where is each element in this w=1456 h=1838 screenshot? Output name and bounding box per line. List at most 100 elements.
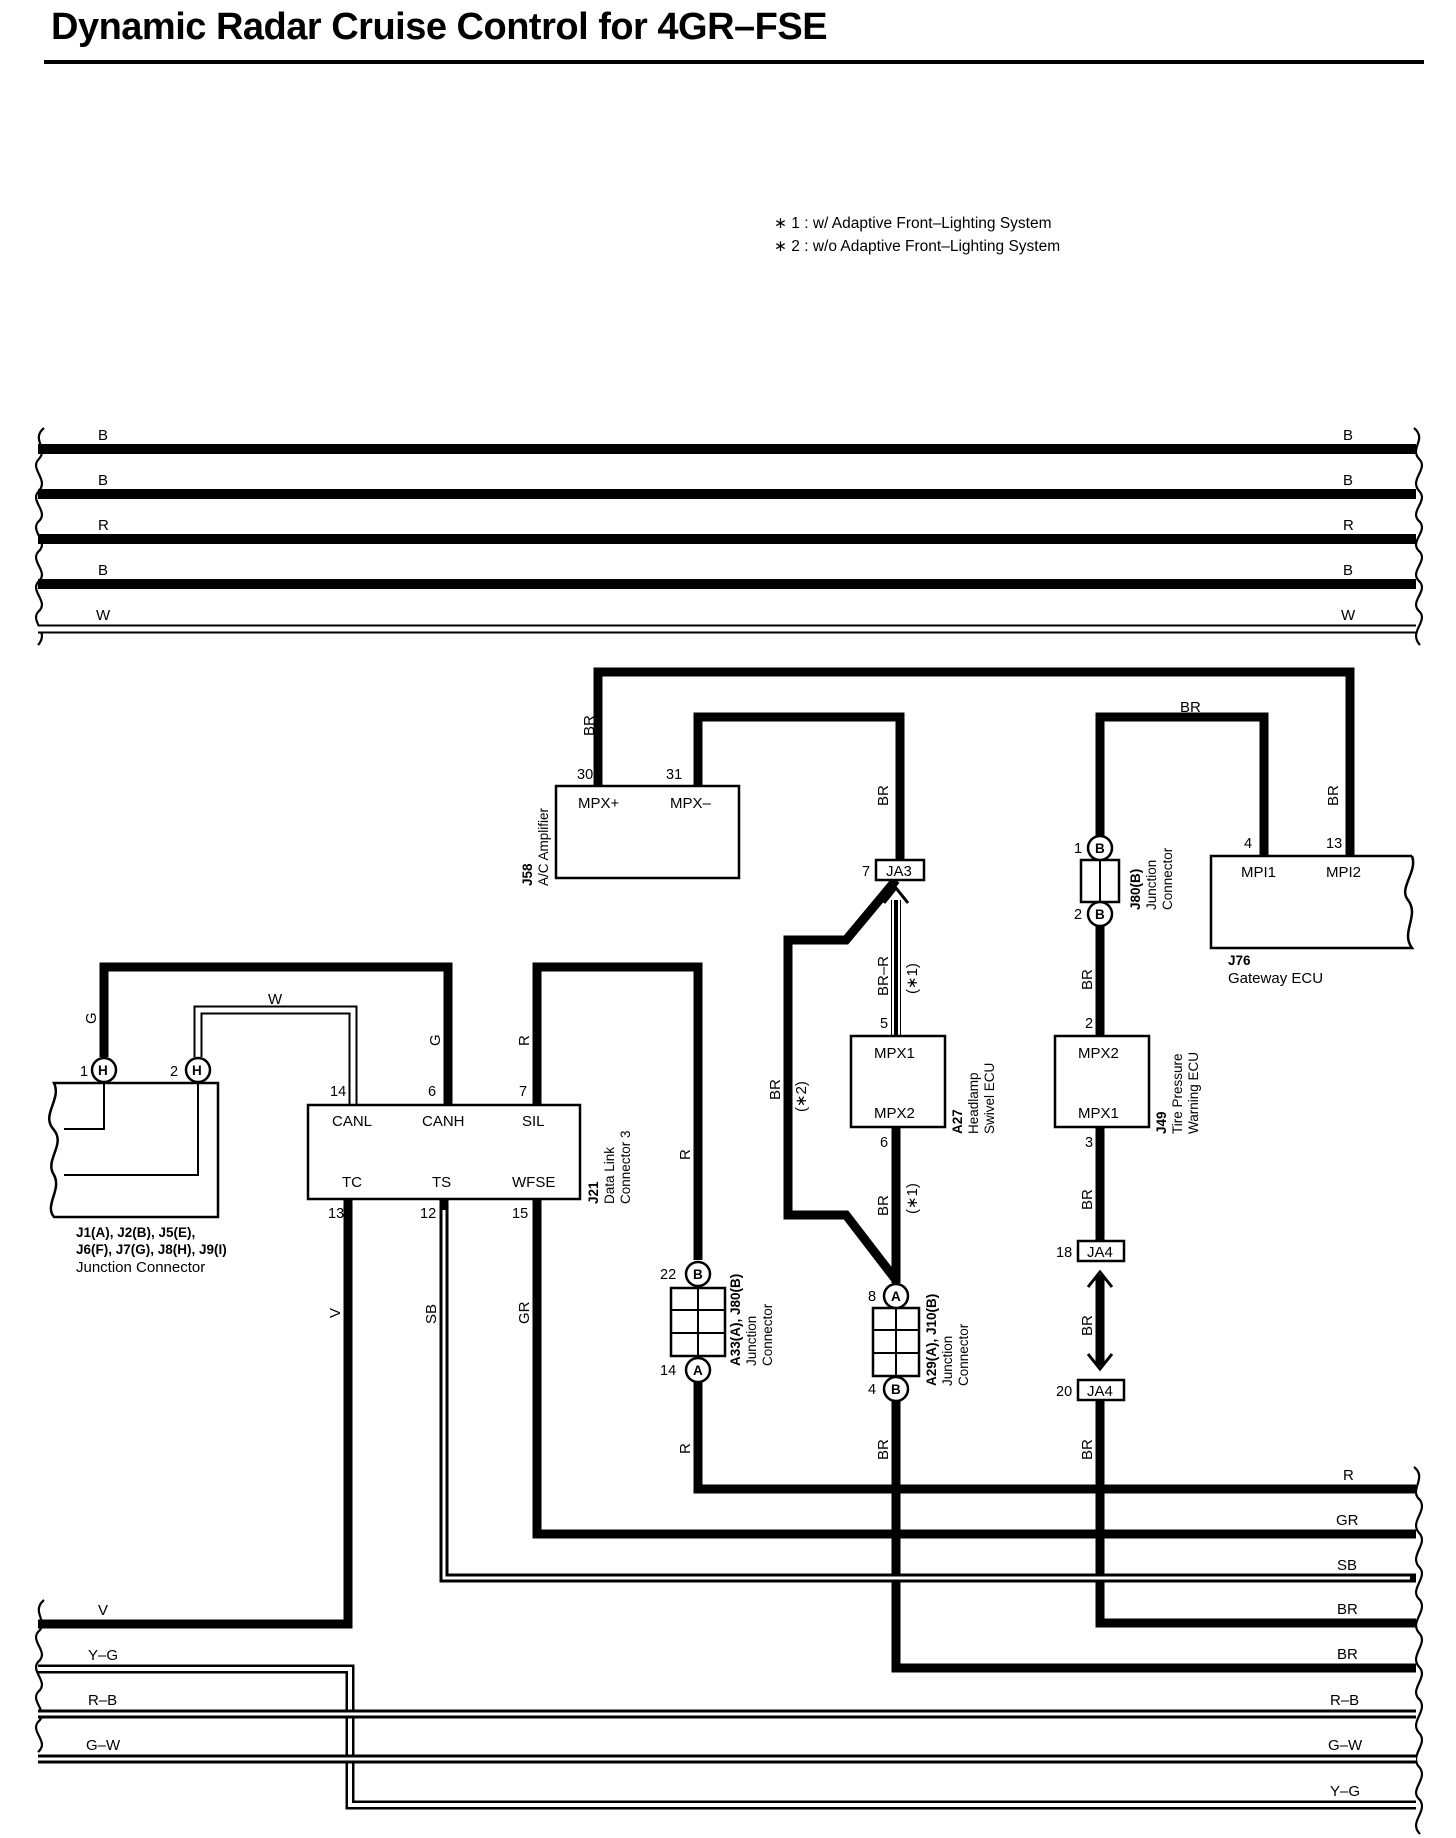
top-bus-right-break: [1413, 427, 1423, 646]
notes-legend: ∗ 1 : w/ Adaptive Front–Lighting System …: [774, 212, 1060, 258]
label-note1-bottom: (∗1): [904, 1183, 921, 1214]
label-br-j80-j49: BR: [1079, 969, 1096, 990]
ja4-bottom-code: JA4: [1087, 1383, 1113, 1400]
junction-left-pin-1-letter: H: [98, 1063, 108, 1078]
j21-pin-sil: SIL: [522, 1113, 545, 1130]
bus-right-label-g-w: G–W: [1328, 1737, 1363, 1754]
wire-br-j58-j76: [593, 667, 1355, 855]
a33-pin-22-circle: [684, 1260, 712, 1288]
j76-box: [1209, 854, 1415, 950]
j80b-name-1: Junction: [1144, 860, 1159, 910]
component-j80b: B B 1 2 J80(B) Junction Connector: [1074, 834, 1175, 928]
wire-v-tc-bus: [38, 1199, 353, 1629]
wire-gr-wfse-bus: [532, 1199, 1416, 1539]
bus-left-label-r-b: R–B: [88, 1692, 117, 1709]
j21-pin-canh: CANH: [422, 1113, 465, 1130]
a27-name-2: Swivel ECU: [982, 1063, 997, 1134]
component-a27: MPX1 MPX2 5 6 A27 Headlamp Swivel ECU: [849, 1016, 997, 1151]
a33-name-1: Junction: [744, 1316, 759, 1366]
wire-r-sil-a33: [532, 962, 703, 1260]
label-br-j58: BR: [581, 715, 598, 736]
note-1-text: : w/ Adaptive Front–Lighting System: [799, 215, 1052, 232]
bus-left-label-v: V: [98, 1602, 108, 1619]
component-j58: MPX+ MPX– 30 31 J58 A/C Amplifier: [520, 767, 741, 886]
label-v: V: [327, 1308, 344, 1318]
component-a33: B A 22 14 A33(A), J80(B) Junction Connec…: [660, 1260, 775, 1384]
bottom-bus: [35, 1466, 1423, 1835]
junction-left-inner-1: [64, 1081, 105, 1130]
top-wire-label-right-1: B: [1343, 427, 1353, 444]
label-note2: (∗2): [793, 1081, 810, 1112]
label-r-sil: R: [516, 1035, 533, 1046]
j80b-code: J80(B): [1128, 869, 1143, 910]
bottom-bus-left-break: [35, 1599, 45, 1753]
junction-left-codes-2: J6(F), J7(G), J8(H), J9(I): [76, 1242, 227, 1257]
bus-right-label-gr: GR: [1336, 1512, 1359, 1529]
page-title: Dynamic Radar Cruise Control for 4GR–FSE: [51, 6, 828, 48]
a29-code: A29(A), J10(B): [924, 1294, 939, 1386]
a27-pin-mpx1: MPX1: [874, 1045, 915, 1062]
top-wire-label-left-3: R: [98, 517, 109, 534]
a33-pin-14-circle: [684, 1356, 712, 1384]
j49-name-2: Warning ECU: [1186, 1052, 1201, 1134]
wire-br-bypass: [783, 877, 900, 1283]
junction-left-body: [48, 1081, 220, 1219]
arrowheads: [882, 885, 1114, 1372]
label-sb: SB: [423, 1304, 440, 1324]
j58-pin-31: 31: [666, 767, 682, 783]
component-ja3: JA3 7: [862, 858, 926, 882]
j21-box: [306, 1103, 582, 1201]
a27-box: [849, 1034, 947, 1129]
j80b-pin-2-circle: [1086, 900, 1114, 928]
j76-pin-label-mpi1: MPI1: [1241, 864, 1276, 881]
ja4-bottom-box: [1076, 1378, 1126, 1402]
j76-pin-13: 13: [1326, 836, 1342, 852]
wire-br-r: [891, 900, 901, 1036]
j58-pin-30: 30: [577, 767, 593, 783]
junction-left-pin-2-num: 2: [170, 1064, 178, 1080]
junction-left-name: Junction Connector: [76, 1259, 205, 1276]
a29-pin-4-letter: B: [891, 1382, 901, 1397]
label-br-j76: BR: [1325, 785, 1342, 806]
j21-pin-num-6: 6: [428, 1084, 436, 1100]
j21-pin-num-14: 14: [330, 1084, 346, 1100]
label-br-j49: BR: [1079, 1189, 1096, 1210]
junction-left-pin-2-circle: [184, 1056, 212, 1084]
ja4-top-code: JA4: [1087, 1244, 1113, 1261]
ja4-top-box: [1076, 1239, 1126, 1263]
top-wire-label-right-2: B: [1343, 472, 1353, 489]
top-bus: [35, 427, 1423, 646]
ja3-code: JA3: [886, 863, 912, 880]
component-a29: A B 8 4 A29(A), J10(B) Junction Connecto…: [868, 1282, 971, 1403]
j76-code: J76: [1228, 953, 1251, 968]
a27-pin-num-5: 5: [880, 1016, 888, 1032]
label-br-ja4-bus: BR: [1079, 1439, 1096, 1460]
label-br-bypass: BR: [767, 1079, 784, 1100]
bus-right-label-sb: SB: [1337, 1557, 1357, 1574]
note-2: ∗ 2 : w/o Adaptive Front–Lighting System: [774, 235, 1060, 258]
a33-pin-14-letter: A: [693, 1363, 703, 1378]
junction-left-pin-2-letter: H: [192, 1063, 202, 1078]
label-g-left: G: [83, 1012, 100, 1024]
label-g-canh: G: [427, 1034, 444, 1046]
label-r-a33-bus: R: [677, 1443, 694, 1454]
bus-right-label-br-2: BR: [1337, 1646, 1358, 1663]
bus-left-label-g-w: G–W: [86, 1737, 121, 1754]
top-wire-label-left-2: B: [98, 472, 108, 489]
wire-y-g: [38, 1664, 1416, 1810]
label-br-top-right: BR: [1180, 699, 1201, 716]
j49-pin-mpx2: MPX2: [1078, 1045, 1119, 1062]
a29-pin-8-letter: A: [891, 1289, 901, 1304]
j21-pin-num-13: 13: [328, 1206, 344, 1222]
wire-g-canh: [99, 962, 453, 1105]
wire-r-a33-bus: [693, 1372, 1416, 1494]
j76-pin-4: 4: [1244, 836, 1252, 852]
a27-code: A27: [950, 1109, 965, 1134]
j21-pin-num-12: 12: [420, 1206, 436, 1222]
j21-pin-ts: TS: [432, 1174, 451, 1191]
j80b-name-2: Connector: [1160, 847, 1175, 910]
junction-left-codes-1: J1(A), J2(B), J5(E),: [76, 1225, 195, 1240]
label-br-r: BR–R: [875, 956, 892, 996]
j80b-pin-2-num: 2: [1074, 907, 1082, 923]
label-r-a33: R: [677, 1149, 694, 1160]
